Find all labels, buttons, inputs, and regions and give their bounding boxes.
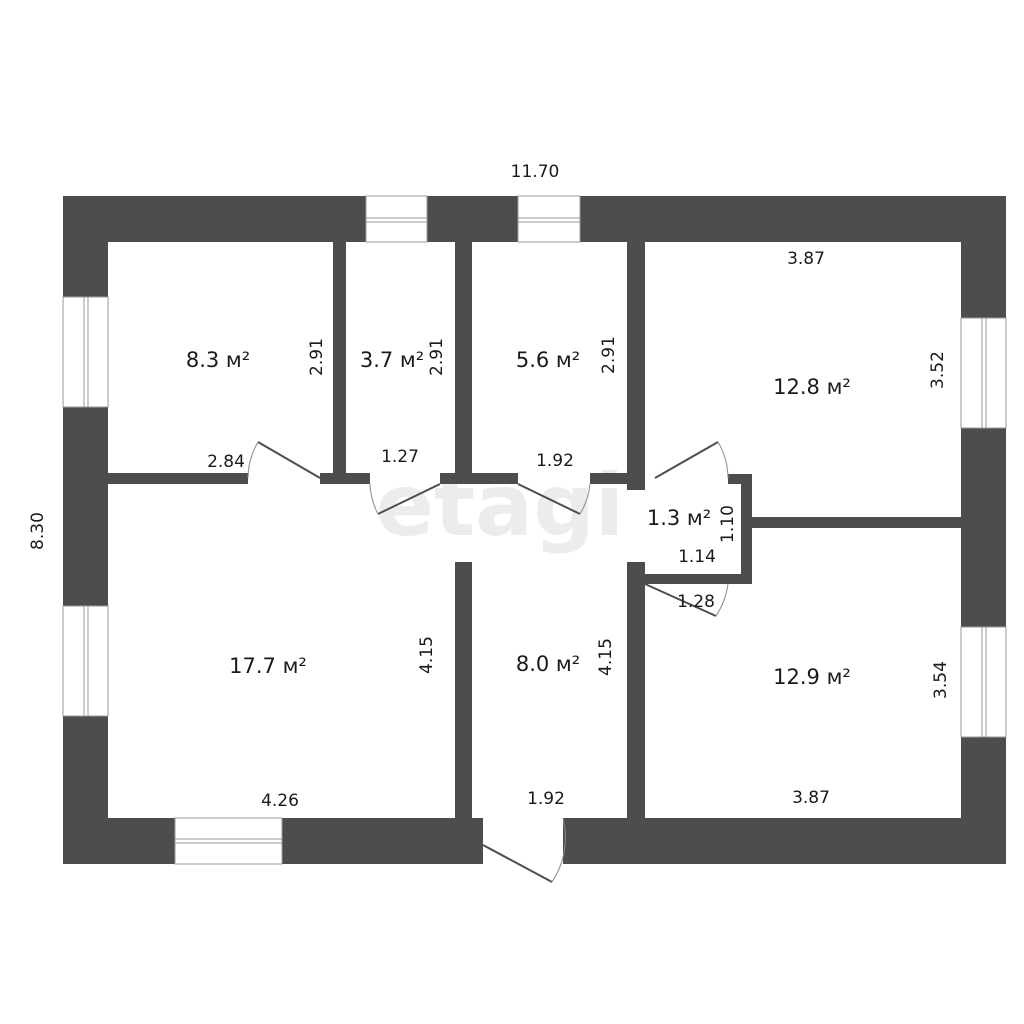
door-a <box>247 441 321 479</box>
wall-closet-right <box>741 474 752 584</box>
room-area-g: 8.0 м² <box>516 652 580 676</box>
room-area-e: 1.3 м² <box>647 506 711 530</box>
dim-f-height: 4.15 <box>417 636 437 674</box>
door-d <box>654 441 729 479</box>
wall-g-h <box>627 562 645 818</box>
windows <box>62 195 1007 865</box>
wall-b-c <box>455 242 472 484</box>
door-b <box>369 483 441 515</box>
wall-a-f <box>108 473 248 484</box>
window-right-1 <box>960 317 1007 429</box>
window-right-2 <box>960 626 1007 738</box>
wall-c-d <box>627 242 645 490</box>
dim-a-height: 2.91 <box>307 338 327 376</box>
window-bottom <box>174 817 283 865</box>
doors <box>247 441 729 883</box>
door-e <box>644 583 729 617</box>
wall-right <box>961 196 1006 864</box>
room-area-f: 17.7 м² <box>229 654 307 678</box>
dim-d-width: 3.87 <box>787 249 825 269</box>
room-area-d: 12.8 м² <box>773 375 851 399</box>
dim-d-height: 3.52 <box>928 351 948 389</box>
room-area-b: 3.7 м² <box>360 348 424 372</box>
dim-a-width: 2.84 <box>207 452 245 472</box>
dim-c-width: 1.92 <box>536 451 574 471</box>
wall-bottom-right <box>563 818 1006 864</box>
room-area-c: 5.6 м² <box>516 348 580 372</box>
dim-b-height: 2.91 <box>427 338 447 376</box>
room-area-a: 8.3 м² <box>186 348 250 372</box>
window-left-2 <box>62 605 109 717</box>
dim-h-width: 3.87 <box>792 788 830 808</box>
overall-height-label: 8.30 <box>28 512 48 550</box>
wall-d-h <box>752 517 961 528</box>
dim-g-width: 1.92 <box>527 789 565 809</box>
door-entrance <box>482 817 566 883</box>
dim-h-height: 3.54 <box>931 661 951 699</box>
dim-b-width: 1.27 <box>381 447 419 467</box>
wall-stub-a <box>320 473 370 484</box>
window-left-1 <box>62 296 109 408</box>
door-c <box>517 483 591 515</box>
wall-closet-bottom <box>645 574 752 584</box>
dim-g-height: 4.15 <box>596 638 616 676</box>
dim-c-height: 2.91 <box>599 336 619 374</box>
window-top-1 <box>365 195 428 243</box>
room-area-h: 12.9 м² <box>773 665 851 689</box>
dim-e-height: 1.10 <box>718 505 738 543</box>
wall-f-g <box>455 562 472 818</box>
dim-f-width: 4.26 <box>261 791 299 811</box>
dim-e-width-bottom: 1.28 <box>677 592 715 612</box>
wall-stub-c <box>590 473 645 484</box>
wall-closet-top <box>728 474 752 484</box>
wall-stub-b <box>440 473 518 484</box>
dim-e-width-top: 1.14 <box>678 547 716 567</box>
wall-left <box>63 196 108 864</box>
wall-a-b <box>333 242 346 484</box>
window-top-2 <box>517 195 581 243</box>
overall-width-label: 11.70 <box>511 162 560 182</box>
watermark: etagi <box>376 456 625 556</box>
